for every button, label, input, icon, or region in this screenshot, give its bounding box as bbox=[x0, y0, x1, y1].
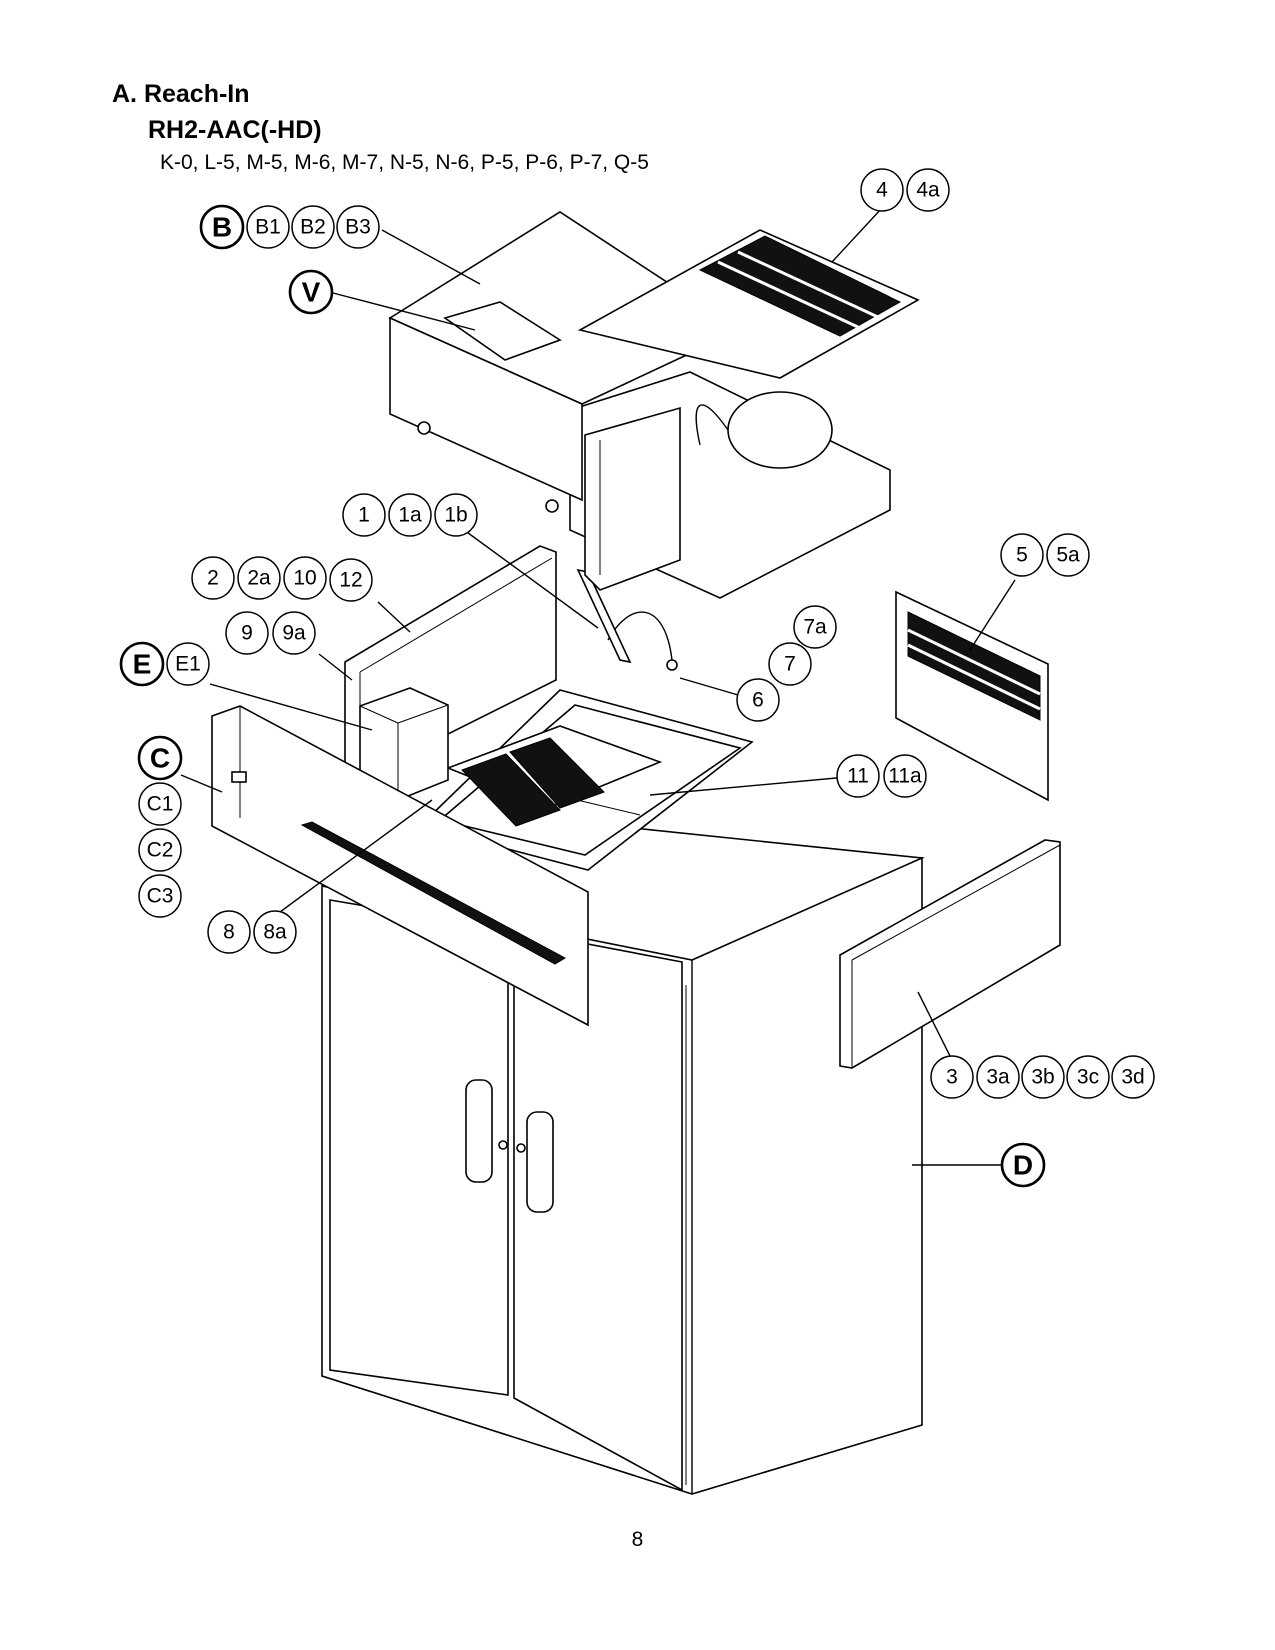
svg-text:9: 9 bbox=[241, 622, 253, 645]
side-louver bbox=[895, 590, 1049, 802]
svg-text:4a: 4a bbox=[916, 179, 940, 202]
condensing-unit bbox=[569, 371, 891, 599]
svg-text:8: 8 bbox=[223, 921, 235, 944]
top-panel bbox=[388, 211, 742, 513]
callout-7: 7 bbox=[768, 642, 812, 686]
model-title: RH2-AAC(-HD) bbox=[148, 116, 322, 144]
page-number: 8 bbox=[631, 1528, 644, 1551]
callout-1a: 1a bbox=[388, 493, 432, 537]
svg-text:3a: 3a bbox=[986, 1066, 1010, 1089]
right-door-handle bbox=[526, 1111, 554, 1213]
svg-text:1a: 1a bbox=[398, 504, 422, 527]
svg-text:3c: 3c bbox=[1077, 1066, 1099, 1089]
leader-lines bbox=[180, 207, 1016, 1166]
callout-C1: C1 bbox=[138, 782, 182, 826]
callout-3d: 3d bbox=[1111, 1055, 1155, 1099]
svg-text:C: C bbox=[150, 743, 170, 774]
svg-text:B2: B2 bbox=[300, 216, 326, 239]
callout-8: 8 bbox=[207, 910, 251, 954]
side-panel bbox=[839, 839, 1061, 1069]
cabinet-body bbox=[321, 819, 926, 1495]
svg-text:1: 1 bbox=[358, 504, 370, 527]
svg-text:9a: 9a bbox=[282, 622, 306, 645]
evaporator bbox=[445, 725, 663, 827]
svg-text:5: 5 bbox=[1016, 544, 1028, 567]
callout-B3: B3 bbox=[336, 205, 380, 249]
callout-4a: 4a bbox=[906, 168, 950, 212]
callout-3c: 3c bbox=[1066, 1055, 1110, 1099]
svg-text:3b: 3b bbox=[1031, 1066, 1054, 1089]
svg-text:11a: 11a bbox=[888, 765, 922, 788]
compressor bbox=[727, 391, 833, 469]
svg-text:B1: B1 bbox=[255, 216, 281, 239]
top-louver bbox=[577, 229, 920, 379]
svg-text:6: 6 bbox=[752, 689, 764, 712]
callout-8a: 8a bbox=[253, 910, 297, 954]
callout-5: 5 bbox=[1000, 533, 1044, 577]
callout-B2: B2 bbox=[291, 205, 335, 249]
svg-text:5a: 5a bbox=[1056, 544, 1080, 567]
callout-B: B bbox=[199, 204, 245, 250]
callout-6: 6 bbox=[736, 678, 780, 722]
callout-1b: 1b bbox=[434, 493, 478, 537]
callout-C: C bbox=[137, 735, 183, 781]
front-louver-panel bbox=[211, 705, 589, 1027]
callout-4: 4 bbox=[860, 168, 904, 212]
callout-B1: B1 bbox=[246, 205, 290, 249]
section-title: A. Reach-In bbox=[112, 80, 250, 108]
svg-text:D: D bbox=[1013, 1150, 1033, 1181]
callout-3: 3 bbox=[930, 1055, 974, 1099]
callout-2a: 2a bbox=[237, 556, 281, 600]
left-door-handle bbox=[465, 1079, 493, 1183]
svg-text:C1: C1 bbox=[147, 793, 174, 816]
svg-text:B3: B3 bbox=[345, 216, 371, 239]
svg-text:B: B bbox=[212, 212, 232, 243]
callout-C3: C3 bbox=[138, 874, 182, 918]
callout-V: V bbox=[288, 269, 334, 315]
svg-text:C2: C2 bbox=[147, 839, 174, 862]
callout-2: 2 bbox=[191, 556, 235, 600]
callout-11a: 11a bbox=[883, 754, 927, 798]
svg-text:7: 7 bbox=[784, 653, 796, 676]
callout-3a: 3a bbox=[976, 1055, 1020, 1099]
svg-text:11: 11 bbox=[847, 765, 869, 788]
svg-text:1b: 1b bbox=[444, 504, 467, 527]
svg-text:4: 4 bbox=[876, 179, 888, 202]
callout-9: 9 bbox=[225, 611, 269, 655]
callout-C2: C2 bbox=[138, 828, 182, 872]
callout-E1: E1 bbox=[166, 642, 210, 686]
callout-7a: 7a bbox=[793, 605, 837, 649]
svg-text:3d: 3d bbox=[1121, 1066, 1144, 1089]
svg-text:7a: 7a bbox=[803, 616, 827, 639]
svg-text:V: V bbox=[302, 277, 321, 308]
svg-text:12: 12 bbox=[339, 569, 362, 592]
serial-codes: K-0, L-5, M-5, M-6, M-7, N-5, N-6, P-5, … bbox=[160, 151, 649, 174]
right-door bbox=[513, 929, 683, 1492]
svg-text:10: 10 bbox=[293, 567, 316, 590]
callout-3b: 3b bbox=[1021, 1055, 1065, 1099]
callout-10: 10 bbox=[283, 556, 327, 600]
svg-text:2a: 2a bbox=[247, 567, 271, 590]
svg-text:3: 3 bbox=[946, 1066, 958, 1089]
svg-text:8a: 8a bbox=[263, 921, 287, 944]
drain-hose bbox=[607, 611, 678, 671]
callout-12: 12 bbox=[329, 558, 373, 602]
callout-D: D bbox=[1000, 1142, 1046, 1188]
svg-text:2: 2 bbox=[207, 567, 219, 590]
callout-1: 1 bbox=[342, 493, 386, 537]
callout-5a: 5a bbox=[1046, 533, 1090, 577]
callout-9a: 9a bbox=[272, 611, 316, 655]
callout-11: 11 bbox=[836, 754, 880, 798]
svg-text:E1: E1 bbox=[175, 653, 201, 676]
svg-text:C3: C3 bbox=[147, 885, 174, 908]
callout-E: E bbox=[119, 641, 165, 687]
svg-text:E: E bbox=[133, 649, 152, 680]
